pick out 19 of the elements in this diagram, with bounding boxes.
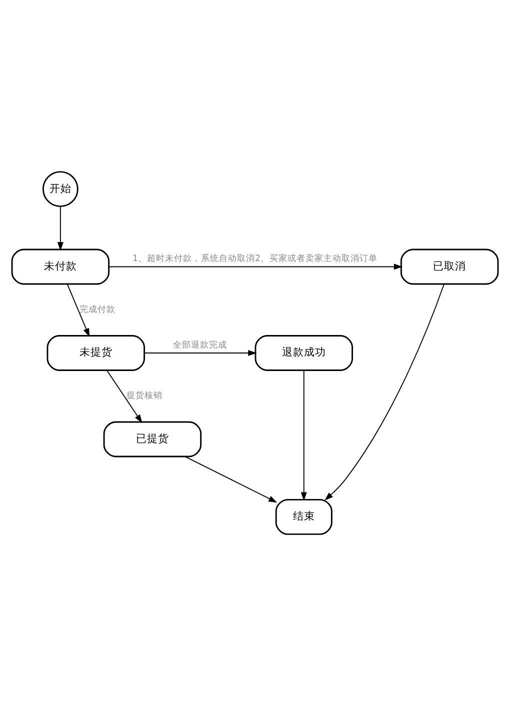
edge-label: 提货核销 [126, 391, 162, 402]
arrow [106, 370, 142, 424]
edge-label: 全部退款完成 [172, 340, 227, 350]
node-box: 结束 [275, 498, 332, 535]
arrow [184, 456, 278, 503]
node-box: 已提货 [103, 421, 202, 458]
arrow [144, 350, 257, 356]
node-box: 未提货 [46, 335, 145, 371]
edge-label: 完成付款 [79, 304, 116, 315]
arrow [108, 264, 403, 270]
arrow [300, 370, 307, 501]
node-box: 已取消 [400, 248, 499, 285]
arrow [324, 284, 444, 500]
node-box: 未付款 [11, 248, 110, 285]
arrow [57, 206, 64, 251]
node-circle: 开始 [42, 171, 78, 208]
edge-label: 1、超时未付款，系统自动取消2、买家或者卖家主动取消订单 [132, 254, 378, 264]
node-box: 退款成功 [254, 335, 354, 371]
arrow [66, 284, 90, 338]
